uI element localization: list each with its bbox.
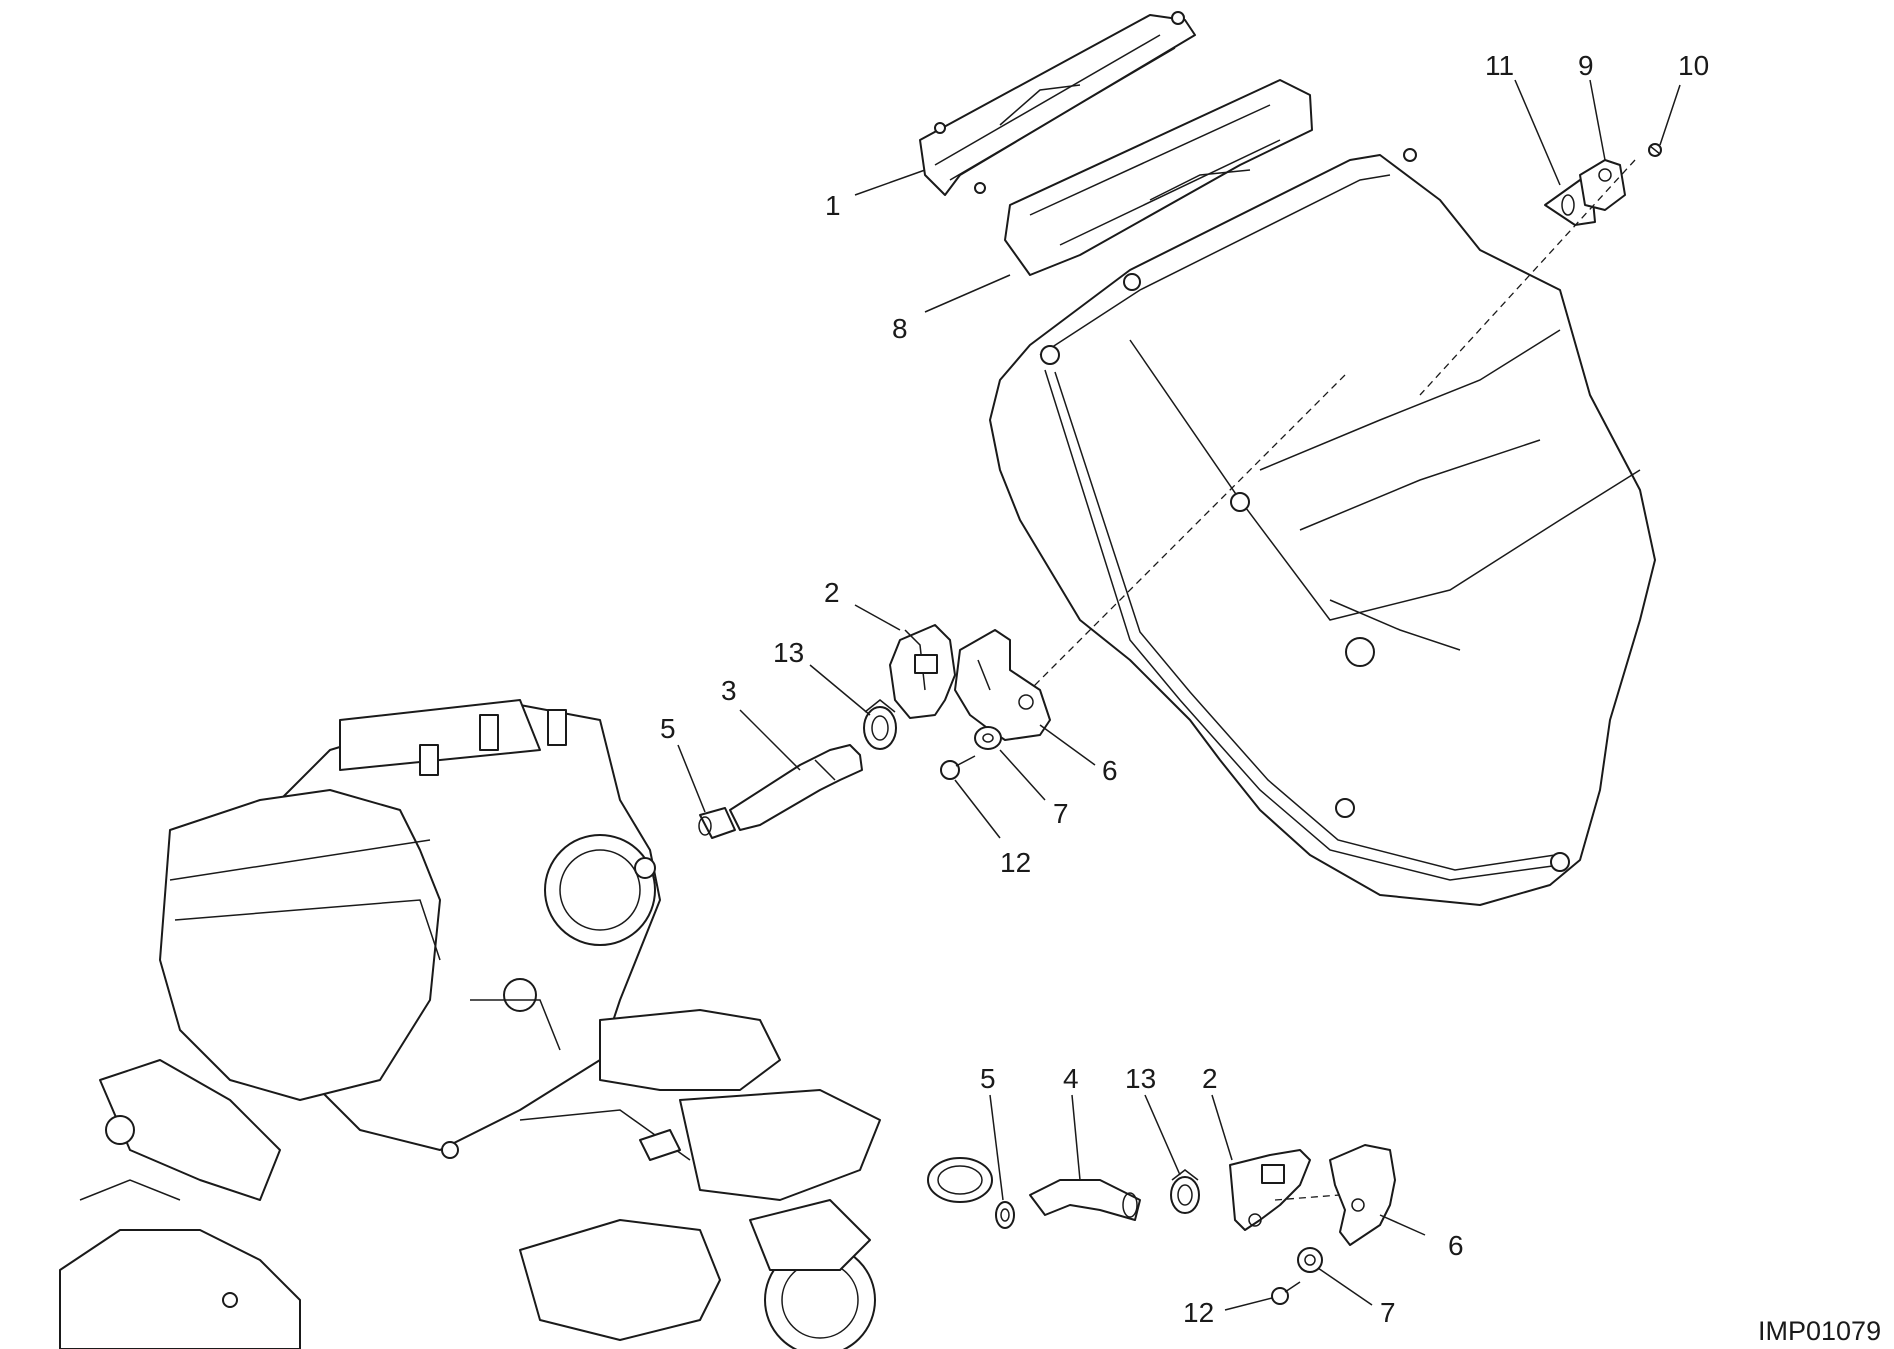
- callout-6-upper: 6: [1102, 755, 1118, 786]
- part-6-bracket-upper: [954, 629, 1051, 741]
- part-6-bracket-lower: [1329, 1144, 1396, 1246]
- callout-13-upper: 13: [773, 637, 804, 668]
- part-3-hose-upper: [729, 744, 863, 831]
- part-7-washer-upper: [974, 726, 1002, 750]
- callout-1: 1: [825, 190, 841, 221]
- part-2-sensor-upper: [889, 624, 956, 719]
- part-5-sleeve-lower: [995, 1201, 1015, 1229]
- part-13-clamp-upper: [863, 699, 897, 750]
- callout-7-upper: 7: [1053, 798, 1069, 829]
- callout-2-lower: 2: [1202, 1063, 1218, 1094]
- callout-7-lower: 7: [1380, 1297, 1396, 1328]
- callout-12-upper: 12: [1000, 847, 1031, 878]
- callout-9: 9: [1578, 50, 1594, 81]
- part-8-bracket: [1004, 79, 1313, 276]
- callout-3: 3: [721, 675, 737, 706]
- part-10-screw: [1648, 143, 1662, 157]
- part-7-washer-lower: [1297, 1247, 1323, 1273]
- leader-lines: [677, 79, 1681, 1311]
- callout-6-lower: 6: [1448, 1230, 1464, 1261]
- assembly-axis-lower: [1274, 1194, 1341, 1201]
- part-12-screw-lower: [1271, 1281, 1301, 1305]
- airbox-housing: [989, 148, 1656, 906]
- part-13-clamp-lower: [1170, 1169, 1200, 1214]
- callout-12-lower: 12: [1183, 1297, 1214, 1328]
- callout-4: 4: [1063, 1063, 1079, 1094]
- engine-block: [59, 699, 993, 1349]
- part-1-cover: [919, 11, 1196, 196]
- callout-8: 8: [892, 313, 908, 344]
- part-5-sleeve-upper: [698, 807, 736, 839]
- part-12-screw-upper: [940, 755, 976, 780]
- callout-5-upper: 5: [660, 713, 676, 744]
- part-2-sensor-lower: [1229, 1149, 1311, 1231]
- callout-13-lower: 13: [1125, 1063, 1156, 1094]
- callout-5-lower: 5: [980, 1063, 996, 1094]
- part-9-sensor: [1579, 159, 1626, 211]
- part-4-hose-lower: [1029, 1179, 1141, 1221]
- callout-11: 11: [1485, 50, 1514, 81]
- drawing-reference-code: IMP01079: [1758, 1316, 1881, 1346]
- callout-2-upper: 2: [824, 577, 840, 608]
- assembly-axis-middle: [1019, 374, 1346, 701]
- callout-labels: 1 8 11 9 10 2 13 3 5 6 7 12 5 4 13 2 6 7…: [660, 50, 1709, 1328]
- assembly-axis-upper: [1419, 159, 1636, 396]
- callout-10: 10: [1678, 50, 1709, 81]
